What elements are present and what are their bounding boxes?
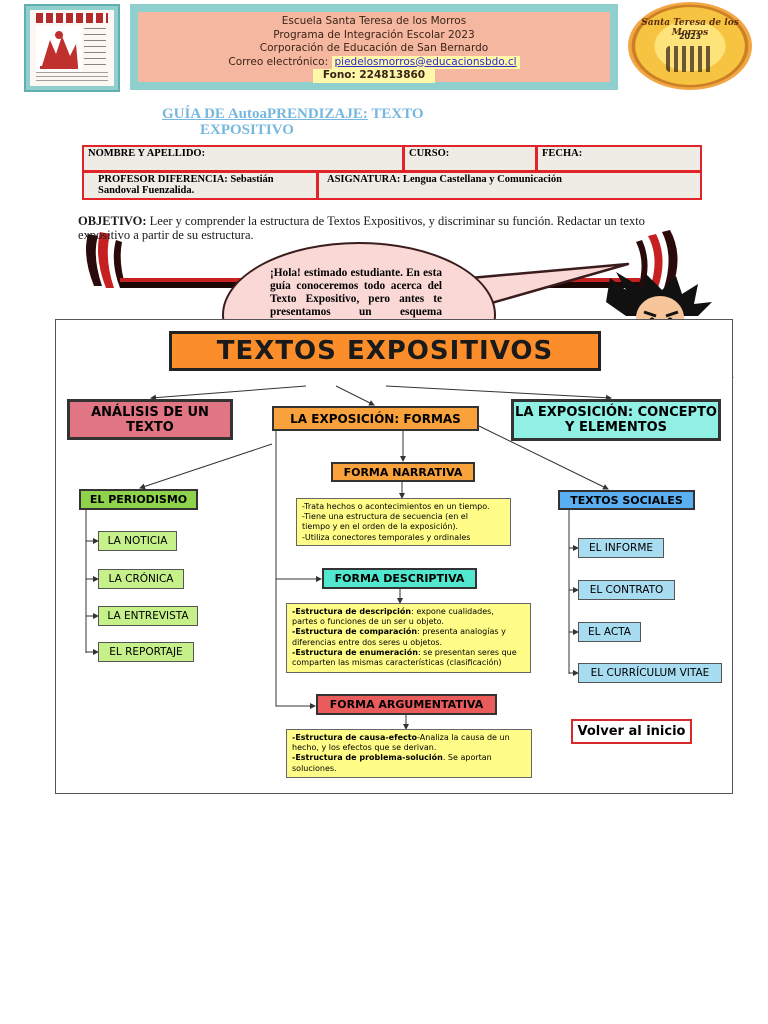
item-contrato[interactable]: EL CONTRATO: [578, 580, 675, 600]
seal-figures-icon: [666, 46, 714, 72]
seal-year: 2023: [678, 32, 702, 41]
item-acta[interactable]: EL ACTA: [578, 622, 641, 642]
desc-b1: -Estructura de descripción: [292, 607, 412, 616]
school-logo: [24, 4, 120, 92]
objective-text: Leer y comprender la estructura de Texto…: [78, 214, 645, 242]
guide-title: GUÍA DE AutoaPRENDIZAJE: TEXTO EXPOSITIV…: [162, 106, 492, 138]
argumentativa-box[interactable]: FORMA ARGUMENTATIVA: [316, 694, 497, 715]
school-banner: Escuela Santa Teresa de los Morros Progr…: [130, 4, 618, 90]
descriptiva-box[interactable]: FORMA DESCRIPTIVA: [322, 568, 477, 589]
school-crest-icon: [36, 26, 82, 72]
item-informe[interactable]: EL INFORME: [578, 538, 664, 558]
title-part3: EXPOSITIVO: [200, 122, 294, 138]
school-name: Escuela Santa Teresa de los Morros: [281, 15, 467, 27]
title-part2: TEXTO: [371, 106, 424, 122]
email-link[interactable]: piedelosmorros@educacionsbdo.cl: [331, 55, 520, 69]
desc-b5: -Estructura de enumeración: [292, 647, 418, 657]
arg-b3: -Estructura de problema-solución: [292, 753, 443, 763]
item-reportaje[interactable]: EL REPORTAJE: [98, 642, 194, 662]
name-field[interactable]: NOMBRE Y APELLIDO:: [82, 145, 404, 172]
map-main-title: TEXTOS EXPOSITIVOS: [169, 331, 601, 371]
back-to-start-button[interactable]: Volver al inicio: [571, 719, 692, 744]
arg-l2: hecho, y los efectos que se derivan.: [292, 743, 437, 753]
item-cronica[interactable]: LA CRÓNICA: [98, 569, 184, 589]
date-field[interactable]: FECHA:: [536, 145, 702, 172]
desc-t3: : presenta analogías y: [417, 627, 506, 637]
narrativa-line-4: -Utiliza conectores temporales y ordinal…: [302, 532, 471, 542]
narrativa-line-2: -Tiene una estructura de secuencia (en e…: [302, 512, 468, 522]
formas-box[interactable]: LA EXPOSICIÓN: FORMAS: [272, 406, 479, 431]
arg-l4: soluciones.: [292, 763, 337, 773]
objective: OBJETIVO: Leer y comprender la estructur…: [78, 214, 678, 242]
concepto-box[interactable]: LA EXPOSICIÓN: CONCEPTO Y ELEMENTOS: [511, 399, 721, 441]
phone-number: Fono: 224813860: [312, 69, 436, 83]
narrativa-note: -Trata hechos o acontecimientos en un ti…: [296, 498, 511, 546]
argumentativa-note: -Estructura de causa-efecto-Analiza la c…: [286, 729, 532, 778]
arg-t1: -Analiza la causa de un: [417, 733, 510, 742]
title-part1: GUÍA DE AutoaPRENDIZAJE:: [162, 106, 368, 122]
arg-b1: -Estructura de causa-efecto: [292, 733, 418, 742]
periodismo-box[interactable]: EL PERIODISMO: [79, 489, 198, 510]
email-label: Correo electrónico:: [228, 55, 329, 68]
desc-t5: : se presentan seres que: [417, 647, 517, 657]
item-curriculum[interactable]: EL CURRÍCULUM VITAE: [578, 663, 722, 683]
item-noticia[interactable]: LA NOTICIA: [98, 531, 177, 551]
desc-t1: : expone cualidades,: [411, 607, 494, 616]
desc-b3: -Estructura de comparación: [292, 627, 418, 637]
desc-l4: diferencias entre dos seres u objetos.: [292, 637, 443, 647]
corporation-name: Corporación de Educación de San Bernardo: [259, 42, 489, 54]
course-field[interactable]: CURSO:: [403, 145, 537, 172]
seal-text: Santa Teresa de los Morros: [641, 18, 739, 38]
teacher-field: PROFESOR DIFERENCIA: Sebastián Sandoval …: [82, 171, 318, 200]
school-seal-logo: Santa Teresa de los Morros 2023: [628, 2, 752, 90]
program-name: Programa de Integración Escolar 2023: [273, 28, 475, 41]
narrativa-line-1: -Trata hechos o acontecimientos en un ti…: [302, 502, 490, 511]
sociales-box[interactable]: TEXTOS SOCIALES: [558, 490, 695, 510]
subject-field: ASIGNATURA: Lengua Castellana y Comunica…: [317, 171, 702, 200]
desc-l2: partes o funciones de un ser u objeto.: [292, 617, 444, 627]
connector-lines: [85, 385, 612, 730]
item-entrevista[interactable]: LA ENTREVISTA: [98, 606, 198, 626]
narrativa-box[interactable]: FORMA NARRATIVA: [331, 462, 475, 482]
arg-t3: . Se aportan: [442, 753, 492, 763]
desc-l6: comparten las mismas características (cl…: [292, 658, 502, 668]
narrativa-line-3: tiempo y en el orden de la exposición).: [302, 522, 459, 532]
descriptiva-note: -Estructura de descripción: expone cuali…: [286, 603, 531, 673]
concept-map: TEXTOS EXPOSITIVOS ANÁLISIS DE UN TEXTO …: [55, 319, 733, 794]
objective-label: OBJETIVO:: [78, 214, 147, 228]
analisis-box[interactable]: ANÁLISIS DE UN TEXTO: [67, 399, 233, 440]
